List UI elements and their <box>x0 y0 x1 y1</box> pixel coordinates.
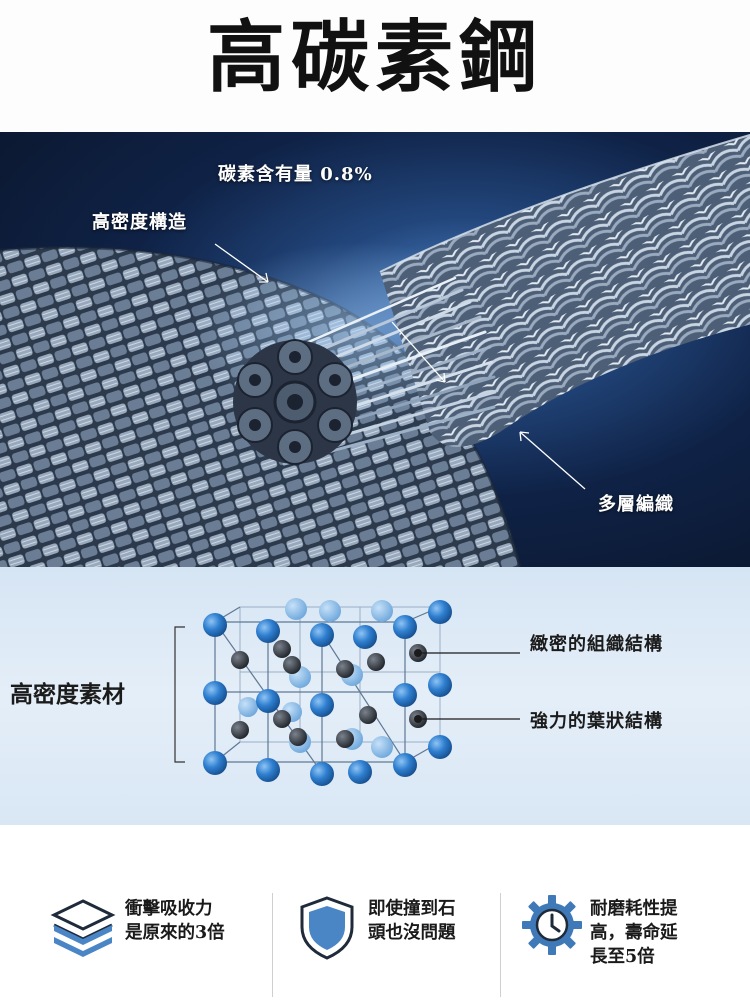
braid-leader-line <box>519 431 586 490</box>
feature-3-line-1: 耐磨耗性提 <box>590 899 678 919</box>
feature-2-line-1: 即使撞到石 <box>368 899 456 919</box>
feature-impact-resistance: 即使撞到石 頭也沒問題 <box>298 895 498 995</box>
carbon-leader-line <box>391 321 446 383</box>
feature-3-line-3: 長至5倍 <box>590 947 655 967</box>
feature-durability: 耐磨耗性提 高，壽命延 長至5倍 <box>522 895 727 995</box>
cable-graphic <box>0 133 750 567</box>
crystal-label: 高密度素材 <box>10 681 125 708</box>
feature-1-line-1: 衝擊吸收力 <box>125 899 213 919</box>
gear-clock-icon <box>522 895 582 955</box>
feature-divider-2 <box>500 893 501 997</box>
callout-braid: 多層編織 <box>598 494 674 515</box>
feature-3-line-2: 高，壽命延 <box>590 923 678 943</box>
crystal-structure-panel: 高密度素材 緻密的組織結構 強力的葉狀結構 <box>0 567 750 825</box>
title-band: 高碳素鋼 <box>0 0 750 132</box>
callout-density: 高密度構造 <box>92 212 187 233</box>
crystal-lattice-graphic <box>174 598 520 786</box>
cable-illustration: 碳素含有量 0.8% 高密度構造 多層編織 <box>0 132 750 567</box>
strand-cross-section <box>233 339 357 465</box>
callout-carbon: 碳素含有量 0.8% <box>218 164 373 185</box>
density-leader-line <box>214 243 269 283</box>
page-title: 高碳素鋼 <box>206 12 543 103</box>
shield-icon <box>300 896 354 960</box>
lattice-dark-atoms <box>231 640 427 748</box>
feature-shock-absorption: 衝擊吸收力 是原來的3倍 <box>50 895 265 995</box>
feature-2-text: 即使撞到石 頭也沒問題 <box>368 897 498 945</box>
crystal-annotation-2: 強力的葉狀結構 <box>530 711 663 732</box>
feature-1-text: 衝擊吸收力 是原來的3倍 <box>125 897 265 945</box>
lattice-front-atoms <box>203 600 452 786</box>
crystal-annotation-1: 緻密的組織結構 <box>530 634 663 655</box>
layers-icon <box>50 899 116 957</box>
feature-3-text: 耐磨耗性提 高，壽命延 長至5倍 <box>590 897 727 969</box>
bracket-line <box>174 626 185 763</box>
features-row: 衝擊吸收力 是原來的3倍 即使撞到石 頭也沒問題 <box>0 825 750 1000</box>
feature-divider-1 <box>272 893 273 997</box>
feature-2-line-2: 頭也沒問題 <box>368 923 456 943</box>
feature-1-line-2: 是原來的3倍 <box>125 923 225 943</box>
